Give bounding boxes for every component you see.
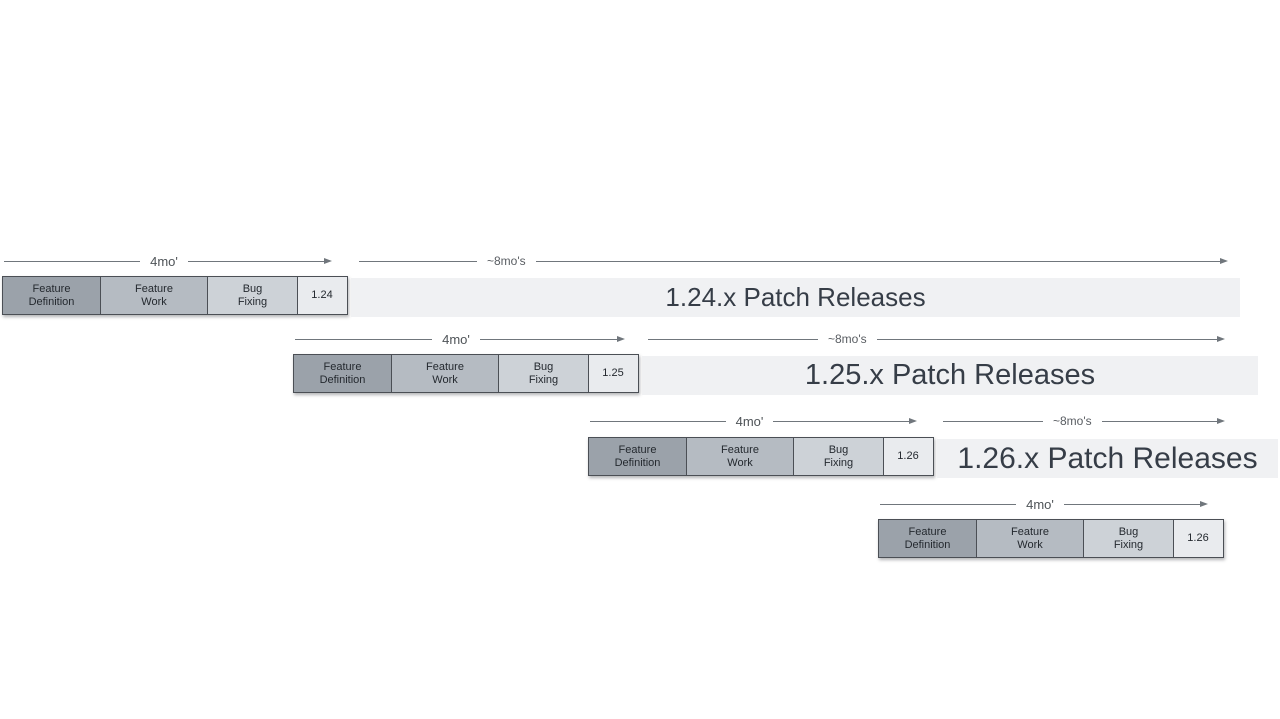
phase-label: Work <box>432 373 458 386</box>
version-label: 1.25 <box>602 367 624 379</box>
arrow-line <box>648 338 818 340</box>
phase-label: Definition <box>319 373 366 386</box>
arrow-line <box>479 338 617 340</box>
arrowhead-icon <box>1220 258 1228 264</box>
patch-releases-band: 1.26.x Patch Releases <box>937 439 1278 478</box>
phase-box-bug-fixing: Bug Fixing <box>207 276 298 315</box>
arrowhead-icon <box>324 258 332 264</box>
arrowhead-icon <box>1200 501 1208 507</box>
patch-duration-arrow: ~8mo's <box>648 331 1225 347</box>
phase-label: Feature <box>323 360 362 373</box>
cycle-duration-label: 4mo' <box>150 253 178 269</box>
phase-label: Work <box>141 295 167 308</box>
phase-label: Feature <box>618 443 657 456</box>
patch-duration-label: ~8mo's <box>487 254 526 268</box>
phase-label: Fixing <box>528 373 559 386</box>
phase-box-feature-work: Feature Work <box>99 276 209 315</box>
version-box: 1.25 <box>587 354 639 393</box>
patch-releases-label: 1.25.x Patch Releases <box>804 359 1096 391</box>
arrowhead-icon <box>1217 418 1225 424</box>
version-box: 1.26 <box>1172 519 1224 558</box>
phase-label: Fixing <box>823 456 854 469</box>
phase-boxes: Feature Definition Feature Work Bug Fixi… <box>293 354 639 393</box>
phase-boxes: Feature Definition Feature Work Bug Fixi… <box>588 437 934 476</box>
phase-box-feature-definition: Feature Definition <box>293 354 392 393</box>
phase-box-feature-definition: Feature Definition <box>878 519 977 558</box>
phase-label: Bug <box>242 282 263 295</box>
phase-label: Feature <box>135 282 173 295</box>
phase-label: Feature <box>908 525 947 538</box>
patch-duration-label: ~8mo's <box>828 332 867 346</box>
arrow-line <box>1101 420 1217 422</box>
phase-box-feature-definition: Feature Definition <box>2 276 101 315</box>
phase-box-feature-work: Feature Work <box>390 354 500 393</box>
arrow-line <box>943 420 1043 422</box>
arrow-line <box>359 260 477 262</box>
phase-label: Fixing <box>1113 538 1144 551</box>
phase-boxes: Feature Definition Feature Work Bug Fixi… <box>878 519 1224 558</box>
cycle-duration-arrow: 4mo' <box>590 413 917 429</box>
phase-box-bug-fixing: Bug Fixing <box>1083 519 1174 558</box>
arrowhead-icon <box>909 418 917 424</box>
phase-box-bug-fixing: Bug Fixing <box>498 354 589 393</box>
patch-releases-band: 1.24.x Patch Releases <box>351 278 1240 317</box>
cycle-duration-arrow: 4mo' <box>4 253 332 269</box>
phase-boxes: Feature Definition Feature Work Bug Fixi… <box>2 276 348 315</box>
phase-label: Bug <box>533 360 554 373</box>
phase-label: Definition <box>28 295 75 308</box>
arrow-line <box>187 260 324 262</box>
arrowhead-icon <box>1217 336 1225 342</box>
version-label: 1.26 <box>1187 532 1209 544</box>
version-box: 1.24 <box>296 276 348 315</box>
phase-box-feature-work: Feature Work <box>975 519 1085 558</box>
patch-duration-arrow: ~8mo's <box>359 253 1228 269</box>
patch-duration-arrow: ~8mo's <box>943 413 1225 429</box>
phase-label: Bug <box>828 443 849 456</box>
phase-label: Feature <box>721 443 759 456</box>
arrow-line <box>590 420 726 422</box>
patch-duration-label: ~8mo's <box>1053 414 1092 428</box>
phase-label: Definition <box>904 538 951 551</box>
arrow-line <box>1063 503 1200 505</box>
version-label: 1.26 <box>897 450 919 462</box>
patch-releases-band: 1.25.x Patch Releases <box>642 356 1258 395</box>
arrowhead-icon <box>617 336 625 342</box>
phase-box-bug-fixing: Bug Fixing <box>793 437 884 476</box>
cycle-duration-arrow: 4mo' <box>880 496 1208 512</box>
arrow-line <box>535 260 1220 262</box>
cycle-duration-label: 4mo' <box>442 331 470 347</box>
cycle-duration-label: 4mo' <box>735 413 764 429</box>
phase-box-feature-definition: Feature Definition <box>588 437 687 476</box>
phase-label: Work <box>1017 538 1043 551</box>
phase-label: Bug <box>1118 525 1139 538</box>
cycle-duration-arrow: 4mo' <box>295 331 625 347</box>
arrow-line <box>295 338 433 340</box>
phase-label: Definition <box>614 456 661 469</box>
version-label: 1.24 <box>311 289 333 301</box>
phase-label: Feature <box>426 360 464 373</box>
arrow-line <box>876 338 1217 340</box>
phase-box-feature-work: Feature Work <box>685 437 795 476</box>
cycle-duration-label: 4mo' <box>1026 496 1054 512</box>
phase-label: Feature <box>1011 525 1049 538</box>
phase-label: Work <box>727 456 753 469</box>
version-box: 1.26 <box>882 437 934 476</box>
phase-label: Fixing <box>237 295 268 308</box>
arrow-line <box>773 420 909 422</box>
phase-label: Feature <box>32 282 71 295</box>
arrow-line <box>880 503 1017 505</box>
arrow-line <box>4 260 141 262</box>
patch-releases-label: 1.26.x Patch Releases <box>957 441 1258 475</box>
patch-releases-label: 1.24.x Patch Releases <box>665 282 926 312</box>
